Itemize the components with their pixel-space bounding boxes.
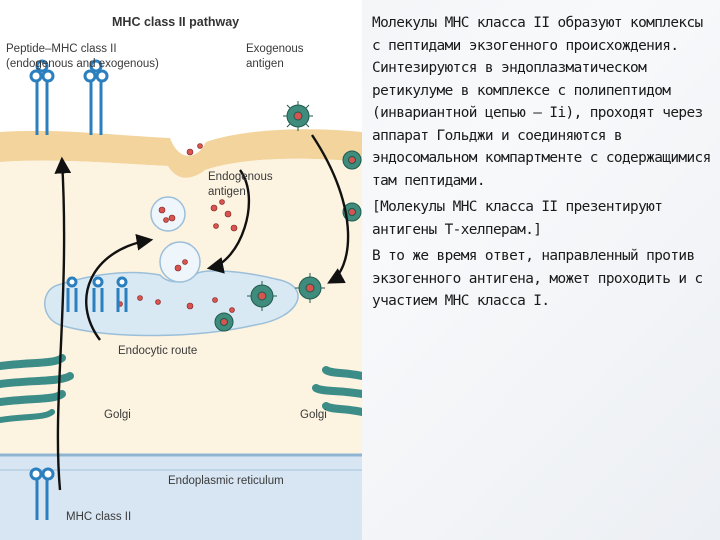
label-endoplasmic-reticulum: Endoplasmic reticulum — [168, 475, 284, 487]
exogenous-antigen-particles — [214, 101, 362, 332]
label-endocytic-route: Endocytic route — [118, 345, 197, 357]
endocytic-compartment — [44, 270, 299, 337]
diagram-title: MHC class II pathway — [112, 15, 239, 29]
paragraph-2: [Молекулы МНС класса II презентируют ант… — [372, 199, 663, 238]
mhc-class-ii-pathway-diagram: MHC class II pathway Peptide–MHC class I… — [0, 0, 362, 540]
pathway-arrows — [54, 134, 350, 491]
label-endogenous: Endogenous — [208, 171, 273, 183]
label-golgi-right: Golgi — [300, 409, 327, 421]
label-exogenous-sub: antigen — [246, 58, 284, 70]
label-exogenous: Exogenous — [246, 43, 304, 55]
endoplasmic-reticulum — [0, 455, 362, 540]
endocytic-vesicle-bud — [159, 241, 201, 283]
paragraph-3: В то же время ответ, направленный против… — [372, 248, 703, 309]
label-golgi-left: Golgi — [104, 409, 131, 421]
label-mhc-class-ii: MHC class II — [66, 511, 131, 523]
label-endogenous-sub: antigen — [208, 186, 246, 198]
endogenous-antigen-vesicle — [150, 196, 186, 232]
mhc-class-ii-molecules — [29, 59, 128, 520]
cell-membrane — [0, 129, 362, 178]
label-peptide-mhc: Peptide–MHC class II — [6, 43, 117, 55]
paragraph-1: Молекулы МНС класса II образуют комплекс… — [372, 15, 711, 189]
peptide-fragments — [117, 143, 238, 313]
description-text: Молекулы МНС класса II образуют комплекс… — [372, 12, 714, 317]
label-peptide-mhc-sub: (endogenous and exogenous) — [6, 58, 159, 70]
